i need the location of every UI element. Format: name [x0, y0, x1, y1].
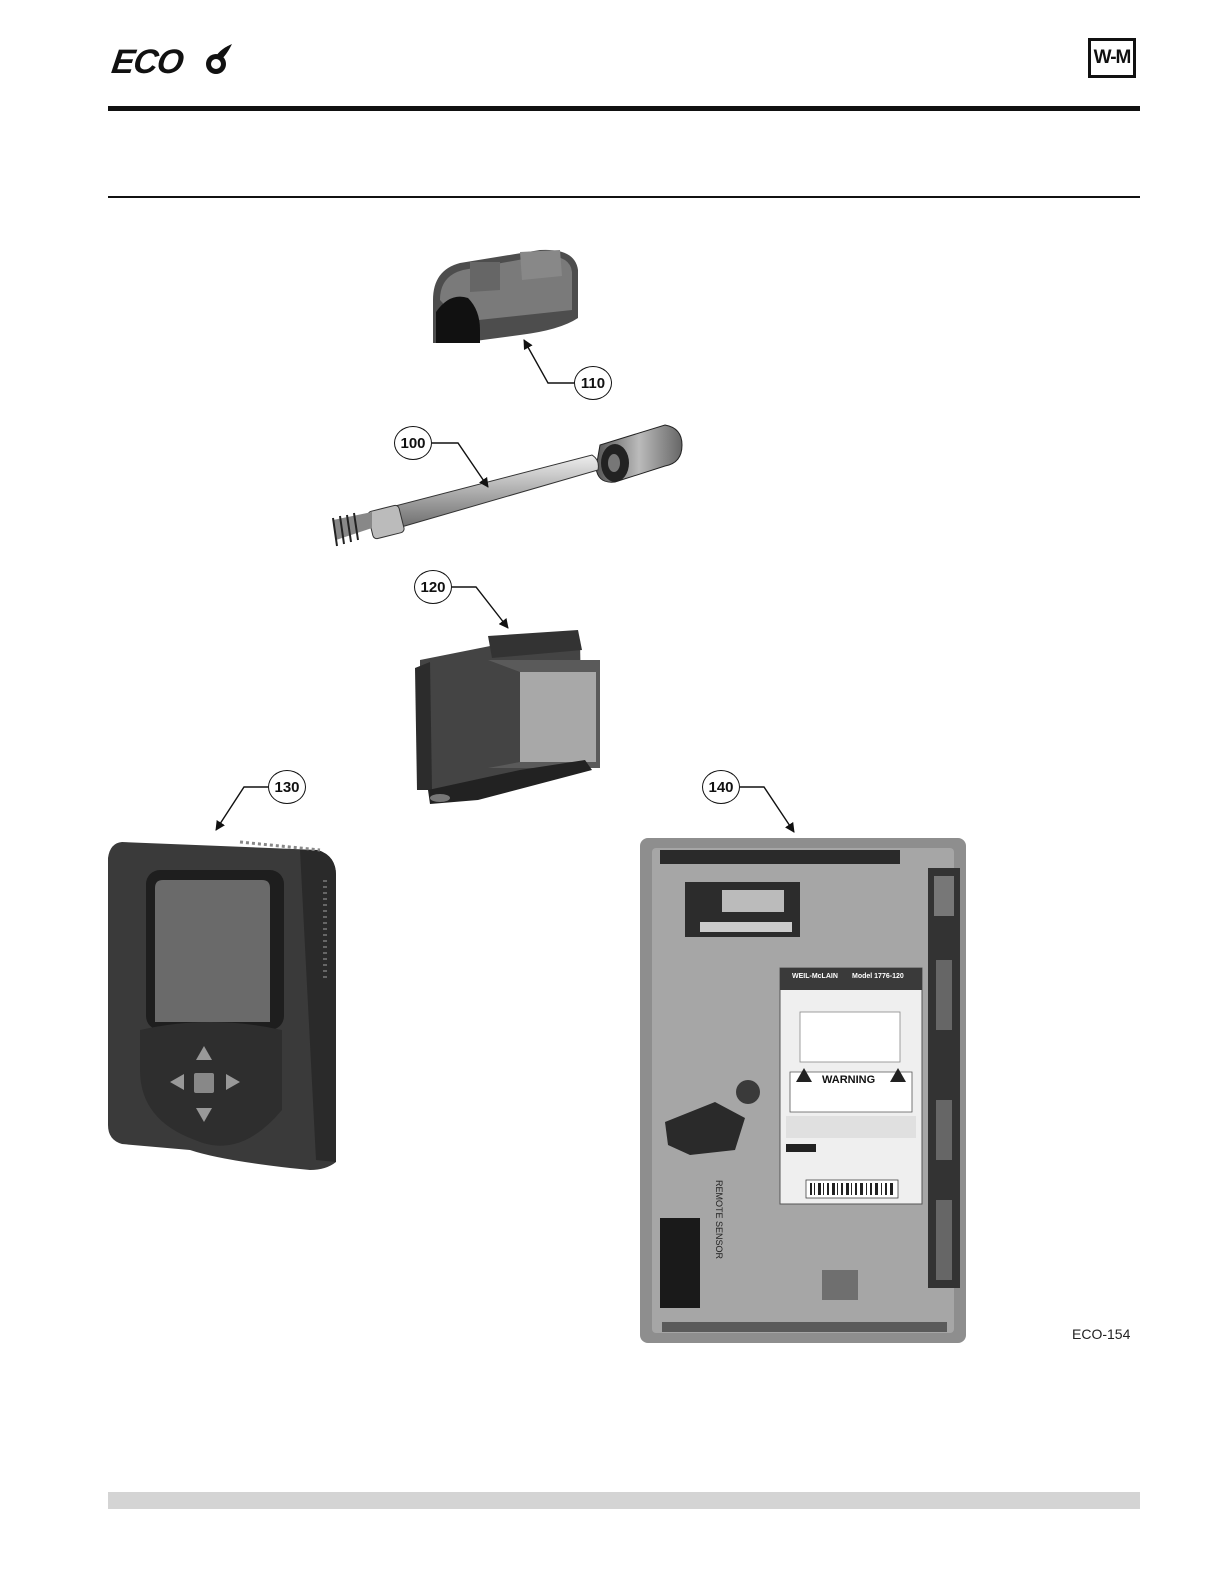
callout-100: 100 [394, 426, 432, 460]
control-label-model: Model 1776-120 [852, 973, 904, 980]
control-label-warning: WARNING [822, 1074, 875, 1086]
footer-bar [108, 1492, 1140, 1509]
callout-140: 140 [702, 770, 740, 804]
leader-120 [452, 587, 508, 628]
part-120-transformer [415, 630, 600, 804]
leader-130 [216, 787, 268, 830]
figure-code: ECO-154 [1072, 1326, 1130, 1342]
callout-110: 110 [574, 366, 612, 400]
leader-110 [524, 340, 574, 383]
part-110-boot [433, 250, 578, 343]
control-label-brand: WEIL-McLAIN [792, 973, 838, 980]
part-140-control [640, 838, 966, 1343]
part-130-display [108, 842, 336, 1170]
leader-100 [432, 443, 488, 487]
callout-130: 130 [268, 770, 306, 804]
leader-140 [740, 787, 794, 832]
part-100-probe [333, 425, 682, 546]
callout-120: 120 [414, 570, 452, 604]
remote-sensor-label: REMOTE SENSOR [714, 1180, 724, 1259]
